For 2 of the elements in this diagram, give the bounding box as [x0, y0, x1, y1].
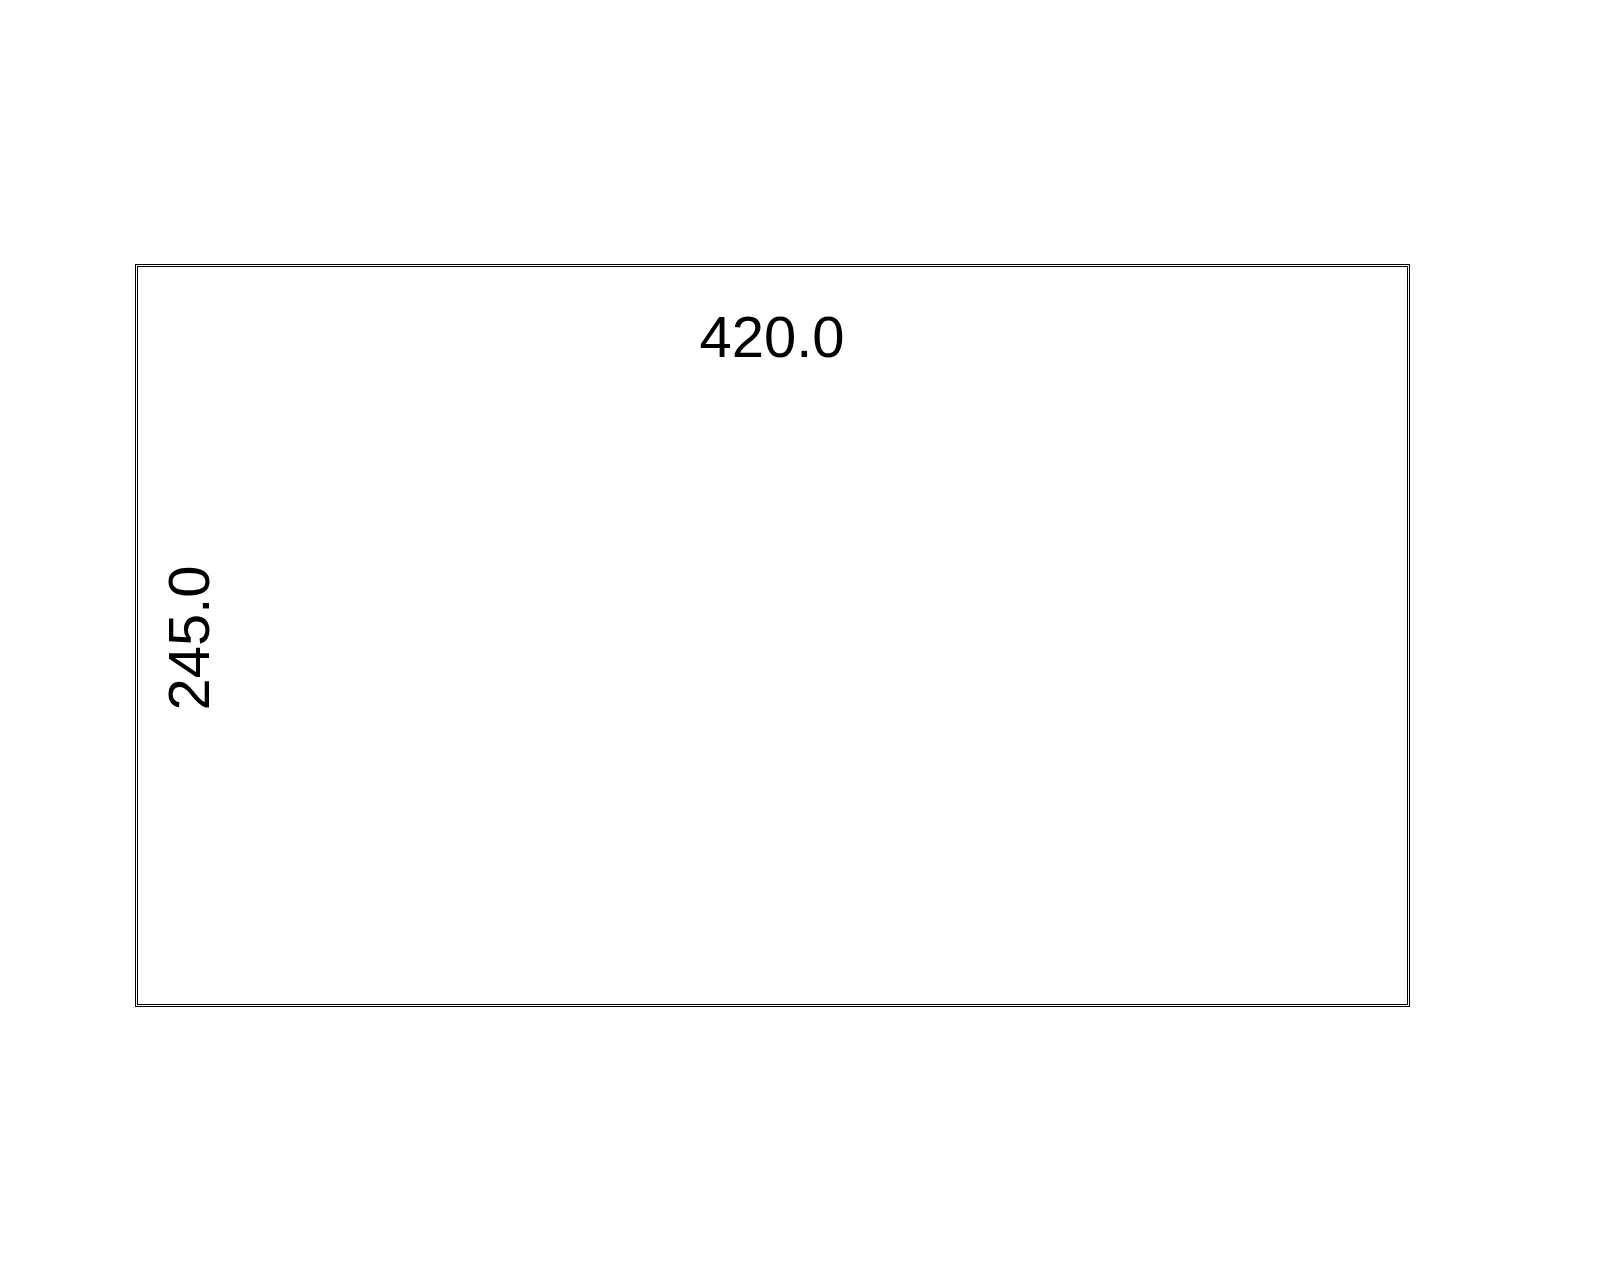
- dimension-value: 245.0: [160, 565, 218, 711]
- dimension-value: 420.0: [699, 308, 845, 366]
